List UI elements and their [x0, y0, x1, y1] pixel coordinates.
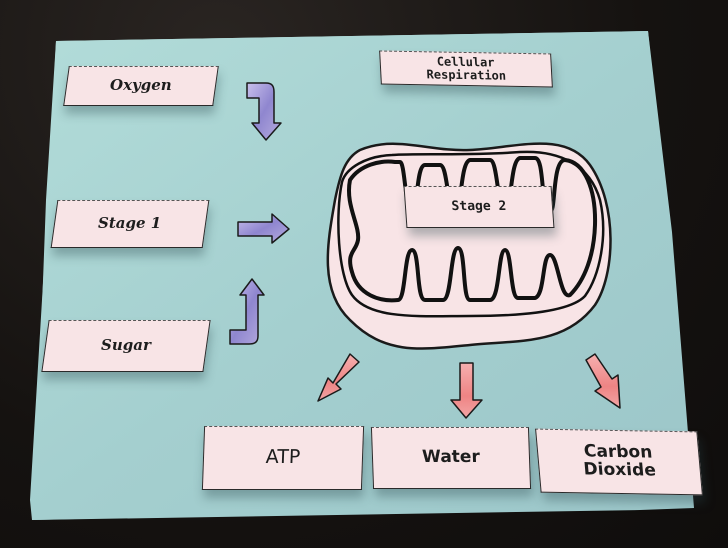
stage2-flap[interactable]: Stage 2	[403, 186, 555, 228]
stage1-arrow-icon	[237, 213, 290, 244]
sugar-flap[interactable]: Sugar	[41, 320, 211, 372]
oxygen-flap[interactable]: Oxygen	[63, 66, 219, 106]
stage2-label: Stage 2	[451, 199, 507, 215]
oxygen-label: Oxygen	[110, 76, 172, 95]
co2-line2: Dioxide	[582, 459, 657, 481]
water-arrow-icon	[450, 362, 483, 419]
water-flap[interactable]: Water	[370, 427, 532, 489]
stage1-flap[interactable]: Stage 1	[50, 200, 210, 248]
sugar-arrow-icon	[229, 278, 265, 345]
mitochondrion-diagram	[326, 142, 612, 350]
atp-label: ATP	[265, 446, 301, 469]
sugar-label: Sugar	[101, 336, 151, 355]
water-label: Water	[421, 447, 481, 468]
atp-flap[interactable]: ATP	[201, 426, 365, 490]
title-line2: Respiration	[426, 67, 507, 83]
stage1-label: Stage 1	[98, 214, 162, 233]
title-flap[interactable]: Cellular Respiration	[379, 50, 553, 88]
atp-arrow-icon	[317, 353, 360, 402]
co2-flap[interactable]: Carbon Dioxide	[535, 428, 703, 496]
oxygen-arrow-icon	[246, 82, 282, 141]
co2-arrow-icon	[585, 353, 621, 409]
